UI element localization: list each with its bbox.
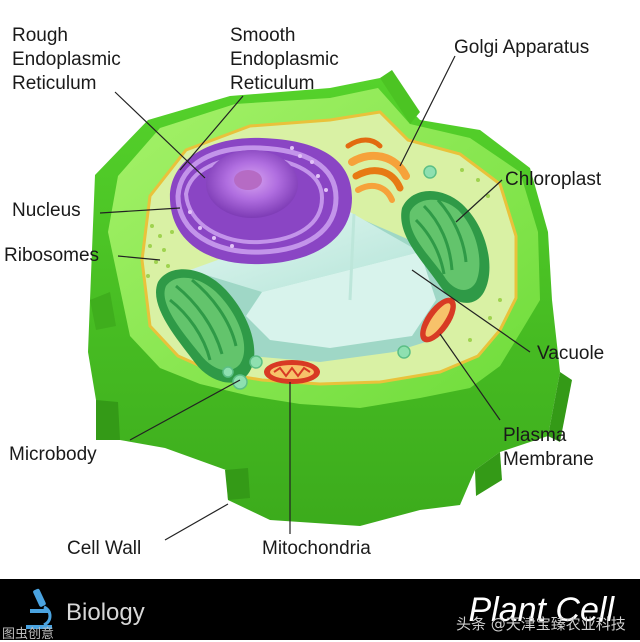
label-plasma-membrane-line1: Plasma (503, 425, 567, 446)
label-rough-er-line1: Rough (12, 25, 68, 46)
label-ribosomes: Ribosomes (4, 245, 100, 266)
label-cell-wall: Cell Wall (67, 538, 142, 559)
mitochondria-right (420, 297, 456, 343)
chloroplast-left (156, 269, 255, 383)
label-smooth-er-line1: Smooth (230, 25, 296, 46)
label-golgi: Golgi Apparatus (454, 37, 590, 58)
label-rough-er: Rough Endoplasmic Reticulum (12, 24, 121, 96)
label-microbody: Microbody (9, 444, 97, 465)
label-smooth-er-line3: Reticulum (230, 73, 315, 94)
footer-title: Plant Cell (468, 591, 614, 629)
label-rough-er-line2: Endoplasmic (12, 49, 121, 70)
footer-brand: Biology (66, 599, 145, 626)
microscope-icon (26, 588, 52, 629)
label-smooth-er: Smooth Endoplasmic Reticulum (230, 24, 339, 96)
label-plasma-membrane-line2: Membrane (503, 449, 594, 470)
label-vacuole: Vacuole (537, 343, 605, 364)
mitochondria-bottom (264, 360, 320, 384)
microbodies (222, 165, 437, 390)
label-smooth-er-line2: Endoplasmic (230, 49, 339, 70)
golgi-apparatus (345, 137, 410, 203)
chloroplast-right (401, 190, 490, 303)
leader-lines (99, 55, 531, 541)
nucleus (169, 137, 352, 265)
label-mitochondria: Mitochondria (262, 538, 371, 559)
label-nucleus: Nucleus (12, 200, 81, 221)
footer-bar: Biology Plant Cell 头条 @天津宝臻农业科技 图虫创意 (0, 579, 640, 642)
label-plasma-membrane: Plasma Membrane (503, 424, 594, 472)
label-chloroplast: Chloroplast (505, 169, 602, 190)
ribosome-dots (146, 168, 502, 342)
label-rough-er-line3: Reticulum (12, 73, 97, 94)
watermark-left: 图虫创意 (2, 627, 55, 642)
watermark-right: 头条 @天津宝臻农业科技 (456, 615, 626, 633)
